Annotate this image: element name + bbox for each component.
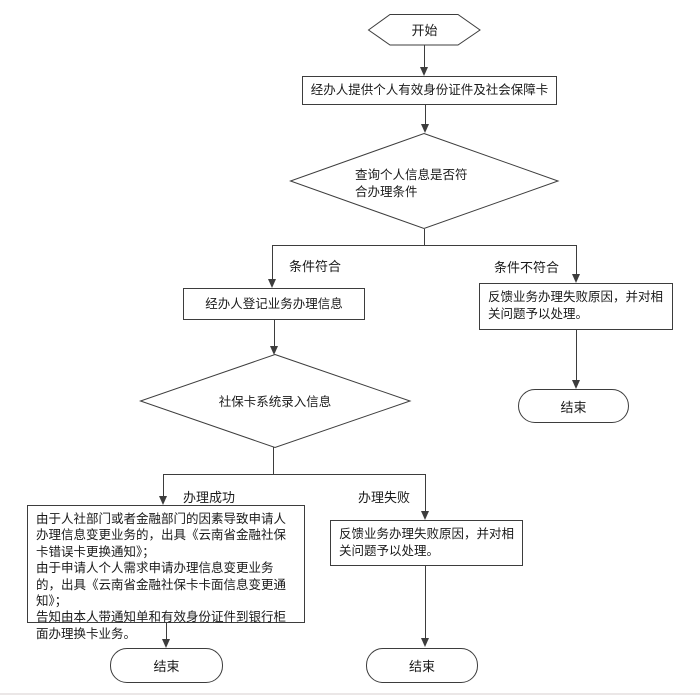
provide-documents-label: 经办人提供个人有效身份证件及社会保障卡	[310, 82, 549, 98]
success-notice-line1: 由于人社部门或者金融部门的因素导致申请人办理信息变更业务的，出具《云南省金融社保…	[36, 511, 287, 559]
register-info-node: 经办人登记业务办理信息	[183, 288, 365, 320]
feedback-failure-node: 反馈业务办理失败原因，并对相关问题予以处理。	[330, 520, 523, 566]
arrowhead	[421, 124, 429, 133]
connector-check-split	[272, 245, 577, 246]
connector-success	[163, 474, 164, 497]
arrowhead	[159, 496, 167, 505]
success-notice-line3: 告知由本人带通知单和有效身份证件到银行柜面办理换卡业务。	[36, 609, 287, 641]
connector-start-to-provide	[424, 45, 425, 68]
arrowhead	[572, 274, 580, 283]
start-node-label: 开始	[411, 24, 438, 39]
end-failure-node: 结束	[366, 648, 478, 683]
end-failure-label: 结束	[408, 660, 435, 675]
arrowhead	[572, 380, 580, 389]
check-info-label: 查询个人信息是否符合办理条件	[355, 167, 468, 199]
condition-not-met-label: 条件不符合	[494, 261, 560, 276]
end-success-node: 结束	[110, 648, 223, 683]
end-condition-node: 结束	[518, 389, 629, 423]
arrowhead	[270, 346, 278, 355]
provide-documents-node: 经办人提供个人有效身份证件及社会保障卡	[302, 76, 557, 105]
connector-entry-split	[163, 474, 426, 475]
check-info-diamond	[289, 132, 560, 230]
arrowhead	[268, 279, 276, 288]
card-entry-diamond	[138, 353, 412, 449]
feedback-condition-node: 反馈业务办理失败原因，并对相关问题予以处理。	[479, 283, 673, 330]
end-condition-label: 结束	[560, 400, 587, 416]
process-success-label: 办理成功	[183, 491, 236, 506]
connector-condition-met	[272, 245, 273, 280]
footer-rule	[0, 693, 700, 695]
success-notice-node: 由于人社部门或者金融部门的因素导致申请人办理信息变更业务的，出具《云南省金融社保…	[27, 505, 305, 641]
arrowhead	[420, 67, 428, 76]
connector-feedback-to-end	[576, 330, 577, 381]
connector-register-to-entry	[274, 319, 275, 346]
connector-condition-not-met	[576, 245, 577, 275]
connector-failure-to-end	[425, 566, 426, 639]
success-notice-line2: 由于申请人个人需求申请办理信息变更业务的，出具《云南省金融社保卡卡面信息变更通知…	[36, 560, 287, 609]
connector-provide-to-check	[425, 105, 426, 125]
connector-entry-stem	[273, 447, 274, 474]
register-info-label: 经办人登记业务办理信息	[205, 295, 343, 311]
connector-check-stem	[424, 229, 425, 246]
arrowhead	[162, 639, 170, 648]
connector-notice-to-end	[166, 623, 167, 640]
condition-met-label: 条件符合	[289, 260, 342, 275]
connector-failure	[425, 474, 426, 512]
process-failure-label: 办理失败	[358, 491, 411, 506]
card-entry-label: 社保卡系统录入信息	[218, 394, 332, 409]
end-success-label: 结束	[153, 660, 180, 675]
start-node-shape	[367, 14, 481, 46]
arrowhead	[421, 638, 429, 647]
arrowhead	[421, 511, 429, 520]
